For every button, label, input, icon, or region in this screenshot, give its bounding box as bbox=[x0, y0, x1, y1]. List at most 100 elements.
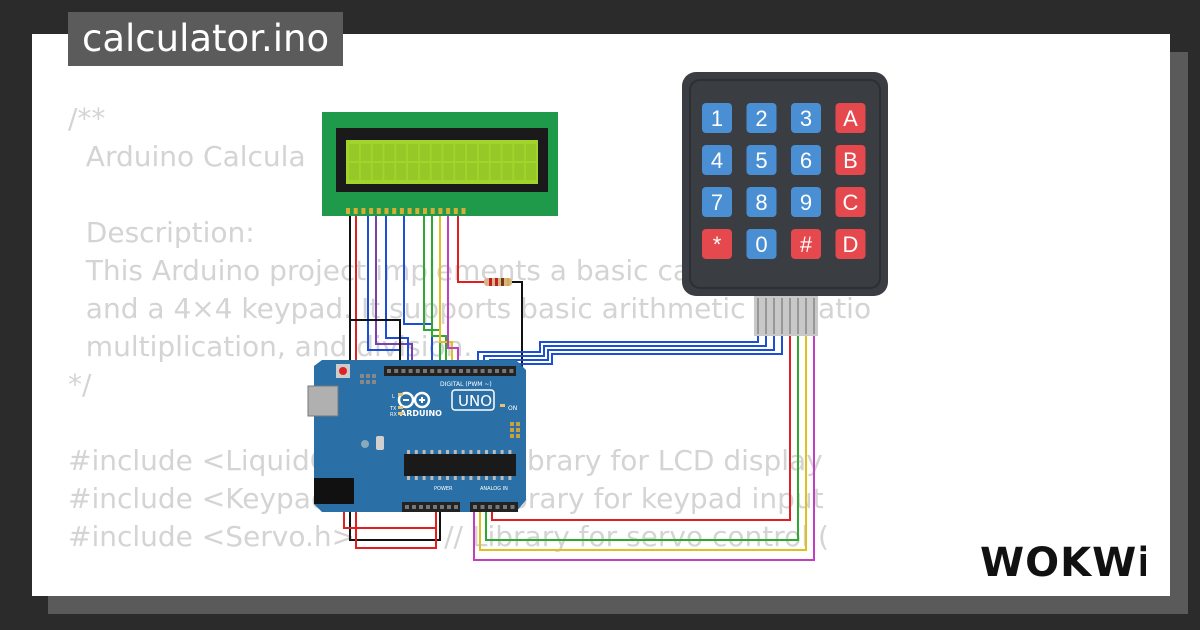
keypad-ribbon bbox=[754, 296, 818, 336]
resistor[interactable] bbox=[484, 278, 512, 286]
digital-pin bbox=[451, 369, 456, 373]
keypad-key-face bbox=[746, 103, 777, 133]
keypad-key-face bbox=[835, 145, 866, 175]
keypad-key[interactable]: 4 bbox=[702, 145, 732, 175]
lcd-pin bbox=[353, 208, 358, 214]
digital-pin bbox=[459, 369, 463, 373]
digital-header bbox=[384, 366, 516, 376]
lcd-cell bbox=[490, 163, 501, 180]
on-led bbox=[500, 404, 505, 407]
keypad-key-face bbox=[835, 103, 866, 133]
icsp-header bbox=[360, 374, 376, 384]
icsp-side-pin bbox=[516, 434, 520, 438]
keypad-key[interactable]: C bbox=[835, 187, 866, 217]
digital-pin bbox=[480, 369, 485, 373]
wire-lcd-resistor bbox=[457, 212, 484, 283]
wire-key-c1 bbox=[491, 336, 791, 521]
keypad-key[interactable]: 8 bbox=[746, 187, 777, 217]
bottom-pins bbox=[405, 505, 515, 509]
keypad-key-label: D bbox=[843, 232, 859, 257]
keypad-key-face bbox=[791, 145, 821, 175]
arduino-uno-board[interactable]: DIGITAL (PWM ~) ARDUINO UNO L TX RX ON bbox=[307, 360, 526, 512]
keypad-key[interactable]: # bbox=[791, 229, 821, 259]
keypad-key-face bbox=[746, 187, 777, 217]
keypad-key[interactable]: A bbox=[835, 103, 866, 133]
keypad-key[interactable]: 0 bbox=[746, 229, 777, 259]
wire-lcd-e bbox=[385, 212, 409, 372]
lcd-cell bbox=[455, 144, 466, 161]
keypad-key-label: 1 bbox=[711, 106, 723, 131]
analog-pin bbox=[473, 505, 477, 509]
lcd-cell bbox=[478, 144, 489, 161]
lcd-pins bbox=[346, 208, 466, 214]
power-pin bbox=[405, 505, 409, 509]
keypad-key[interactable]: 5 bbox=[746, 145, 777, 175]
chip-leg bbox=[500, 450, 504, 454]
keypad-key[interactable]: 2 bbox=[746, 103, 777, 133]
keypad-key[interactable]: 7 bbox=[702, 187, 732, 217]
chip-leg bbox=[461, 450, 465, 454]
keypad-key[interactable]: B bbox=[835, 145, 866, 175]
analog-pin bbox=[488, 505, 492, 509]
lcd-cell bbox=[467, 144, 477, 161]
chip-leg bbox=[485, 476, 488, 480]
lcd-cell bbox=[443, 144, 454, 161]
lcd-cell bbox=[349, 144, 359, 161]
power-pin bbox=[454, 505, 458, 509]
analog-pin bbox=[503, 505, 507, 509]
keypad-key[interactable]: 9 bbox=[791, 187, 821, 217]
chip-leg bbox=[492, 476, 496, 480]
arduino-logo-text: ARDUINO bbox=[400, 409, 442, 418]
lcd-cell bbox=[431, 144, 442, 161]
keypad-key[interactable]: 3 bbox=[791, 103, 821, 133]
keypad-key[interactable]: 1 bbox=[702, 103, 732, 133]
wire-key-c3 bbox=[479, 336, 807, 551]
chip-leg bbox=[414, 450, 418, 454]
wire-lcd-gnd2 bbox=[350, 319, 401, 372]
code-line: and a 4×4 keypad. It supports basic arit… bbox=[68, 292, 872, 325]
lcd-cell bbox=[384, 144, 395, 161]
atmega-chip bbox=[404, 454, 516, 476]
keypad-key-label: 9 bbox=[800, 190, 812, 215]
keypad-key-label: 4 bbox=[711, 148, 723, 173]
chip-leg bbox=[469, 476, 473, 480]
keypad-key-face bbox=[791, 229, 821, 259]
l-led-label: L bbox=[392, 394, 395, 400]
lcd-display[interactable] bbox=[322, 112, 558, 216]
lcd-pin bbox=[415, 208, 420, 214]
chip-leg bbox=[477, 476, 481, 480]
keypad-key-face bbox=[746, 145, 777, 175]
code-line: Description: bbox=[68, 216, 255, 249]
lcd-cell bbox=[490, 144, 501, 161]
keypad-key[interactable]: * bbox=[702, 229, 732, 259]
digital-pin bbox=[401, 369, 406, 373]
keypad-key-label: * bbox=[713, 232, 722, 257]
icsp-pin bbox=[360, 380, 364, 384]
chip-leg bbox=[508, 450, 512, 454]
chip-leg bbox=[492, 450, 496, 454]
keypad-key[interactable]: 6 bbox=[791, 145, 821, 175]
chip-leg bbox=[438, 450, 442, 454]
digital-pin bbox=[502, 369, 507, 373]
power-header bbox=[402, 502, 460, 512]
wire-lcd-d4 bbox=[403, 212, 433, 372]
keypad-key[interactable]: D bbox=[835, 229, 866, 259]
icsp-side-pin bbox=[510, 428, 514, 432]
digital-pin bbox=[437, 369, 442, 373]
digital-pin bbox=[487, 369, 492, 373]
code-line: #include <Servo.h> // Library for servo … bbox=[68, 520, 829, 553]
keypad-key-face bbox=[791, 103, 821, 133]
lcd-pin bbox=[461, 208, 466, 214]
analog-header bbox=[470, 502, 518, 512]
chip-leg bbox=[477, 450, 481, 454]
power-jack bbox=[314, 478, 354, 504]
lcd-cell bbox=[372, 163, 383, 180]
wire-lcd-a bbox=[447, 212, 459, 372]
chip-leg bbox=[414, 476, 418, 480]
keypad-key-label: 3 bbox=[800, 106, 812, 131]
lcd-cell bbox=[419, 163, 430, 180]
lcd-cell bbox=[455, 163, 466, 180]
analog-label: ANALOG IN bbox=[480, 486, 508, 492]
